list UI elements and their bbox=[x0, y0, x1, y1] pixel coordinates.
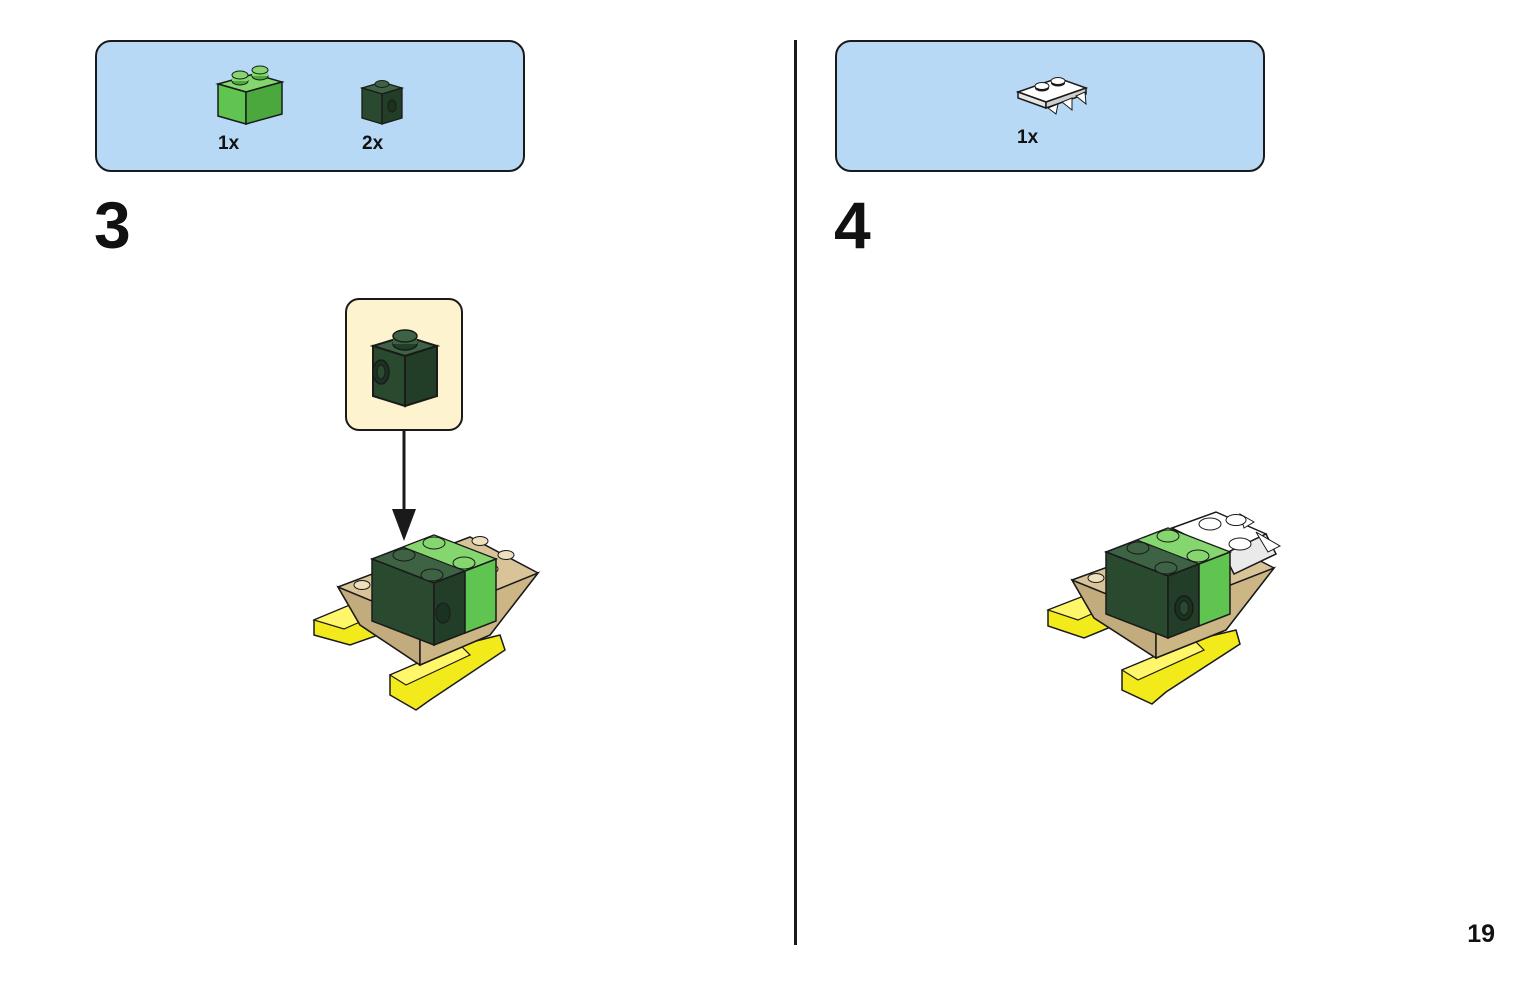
part-quantity: 2x bbox=[362, 133, 384, 154]
white-1x3-plate-with-teeth-icon bbox=[1015, 77, 1089, 115]
page-number: 19 bbox=[1467, 920, 1495, 948]
dark-green-1x1-side-stud-brick-icon bbox=[359, 80, 405, 125]
step-4-model-icon bbox=[1046, 511, 1282, 705]
step-3-parts-list bbox=[95, 40, 525, 172]
bright-green-1x2-brick-icon bbox=[215, 65, 285, 125]
part-quantity: 1x bbox=[1017, 127, 1039, 148]
step-number: 4 bbox=[834, 188, 871, 262]
placement-arrow bbox=[392, 431, 416, 541]
part-quantity: 1x bbox=[218, 133, 240, 154]
step-3-model-icon bbox=[312, 534, 541, 711]
step-number: 3 bbox=[94, 188, 131, 262]
page-divider bbox=[794, 40, 797, 945]
dark-green-1x1-side-stud-brick-icon bbox=[369, 329, 441, 408]
